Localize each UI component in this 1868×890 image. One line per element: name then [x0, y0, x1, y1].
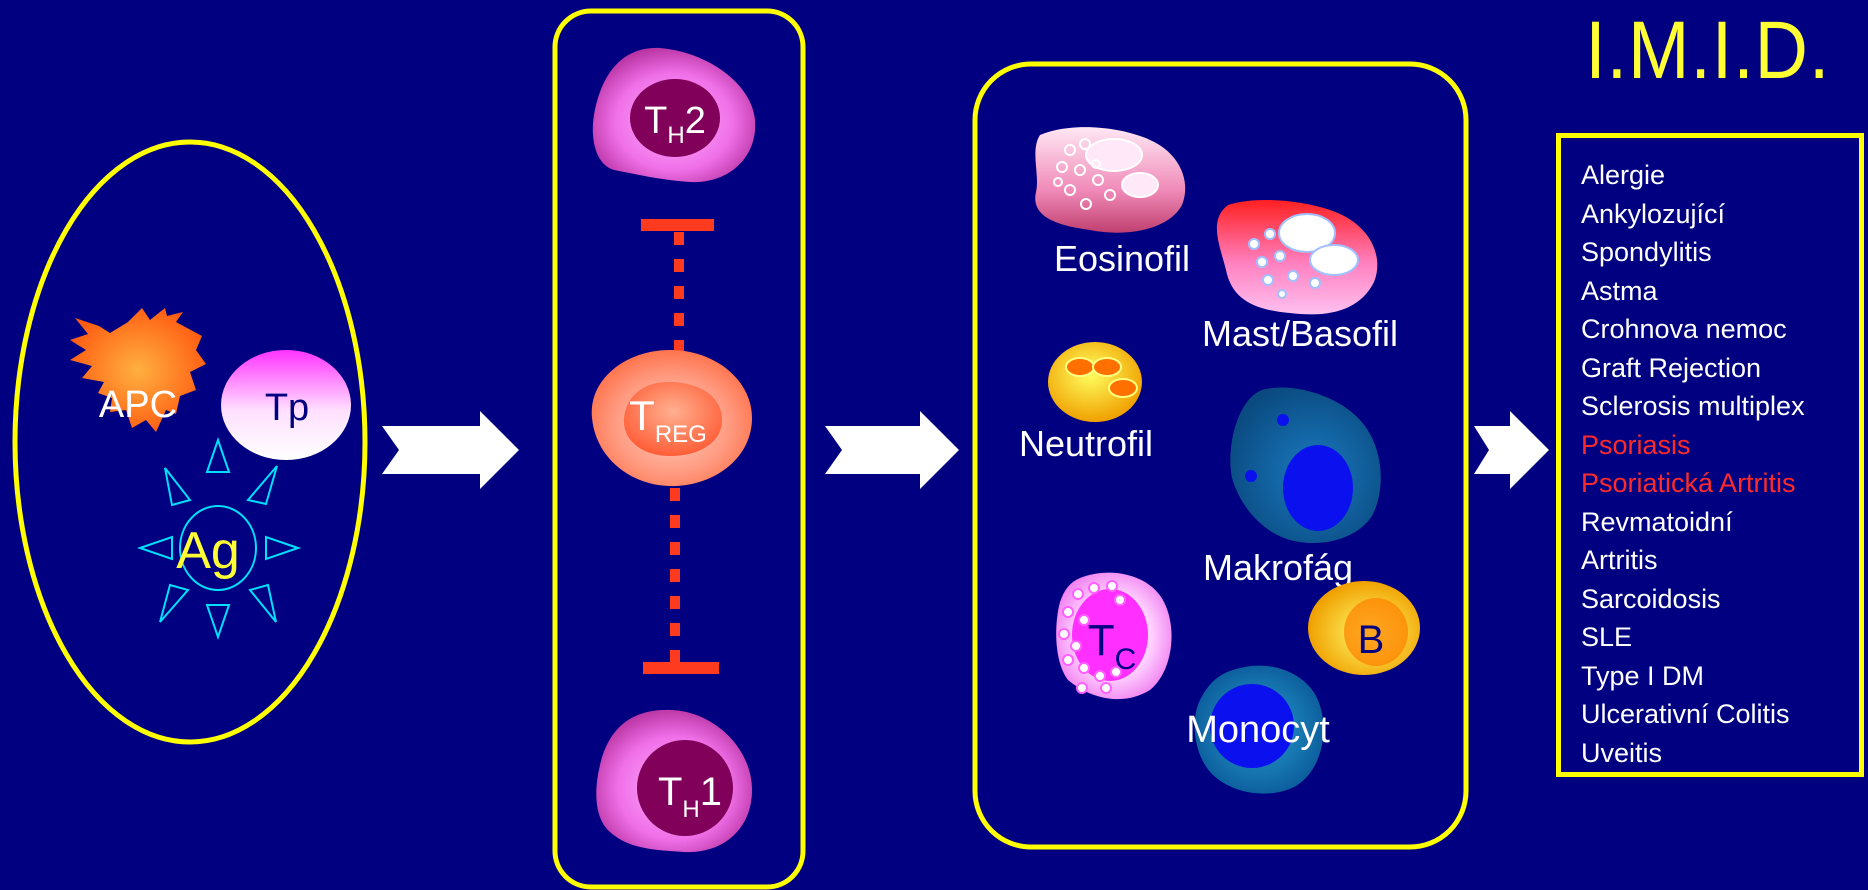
monocyt-label: Monocyt — [1186, 709, 1330, 751]
tc-label: TC — [1088, 616, 1137, 676]
monocyt-nucleus — [1210, 684, 1294, 768]
makrofag-label: Makrofág — [1203, 547, 1353, 588]
treg-nucleus — [623, 382, 722, 456]
disease-item: Type I DM — [1581, 660, 1705, 691]
eosinofil-label: Eosinofil — [1054, 238, 1190, 279]
makrofag-nucleus — [1283, 445, 1353, 531]
page-title: I.M.I.D. — [1585, 5, 1830, 96]
eosinofil-granules — [1053, 138, 1159, 210]
b-nucleus — [1344, 598, 1408, 666]
disease-item: Sclerosis multiplex — [1581, 391, 1805, 421]
neutrofil-label: Neutrofil — [1019, 423, 1153, 464]
th1-label: TH1 — [658, 770, 722, 823]
disease-item: Uveitis — [1581, 737, 1663, 768]
arrow-right-icon — [825, 411, 959, 489]
th2-label: TH2 — [644, 100, 706, 149]
b-label: B — [1358, 618, 1385, 662]
disease-item: Graft Rejection — [1581, 352, 1762, 383]
mast-basofil-label: Mast/Basofil — [1202, 313, 1398, 354]
disease-item: Astma — [1581, 275, 1658, 306]
mast-granules — [1248, 213, 1359, 299]
t-cell-box — [552, 8, 806, 890]
disease-item: Spondylitis — [1581, 237, 1712, 267]
tp-cell — [221, 350, 351, 460]
disease-item: Alergie — [1581, 160, 1666, 190]
inhibition-line — [641, 219, 719, 674]
disease-item: Psoriasis — [1581, 429, 1691, 460]
neutrofil-nucleus — [1065, 357, 1138, 398]
disease-item: Psoriatická Artritis — [1581, 468, 1796, 498]
tc-nucleus — [1072, 589, 1148, 681]
apc-label: APC — [99, 384, 177, 426]
tc-granules — [1058, 580, 1126, 694]
treg-label: TREG — [629, 392, 707, 448]
th2-nucleus — [630, 79, 720, 157]
apc-starburst — [70, 308, 206, 432]
disease-item: Artritis — [1581, 545, 1658, 575]
left-oval — [12, 139, 368, 745]
antigen-icon — [136, 436, 302, 641]
effector-cell-box — [972, 61, 1469, 850]
makrofag-vacuole — [1277, 414, 1289, 426]
th1-nucleus — [637, 740, 733, 836]
disease-item: Ulcerativní Colitis — [1581, 699, 1790, 729]
disease-item: SLE — [1581, 622, 1633, 652]
arrow-right-icon — [1474, 411, 1549, 489]
makrofag-vacuole — [1245, 470, 1257, 482]
tp-label: Tp — [265, 387, 309, 429]
disease-item: Sarcoidosis — [1581, 583, 1721, 614]
arrow-right-icon — [382, 411, 519, 489]
ag-label: Ag — [176, 522, 240, 580]
disease-item: Crohnova nemoc — [1581, 314, 1787, 344]
disease-item: Revmatoidní — [1581, 506, 1733, 537]
mast-basofil-cell — [1216, 199, 1378, 315]
disease-item: Ankylozující — [1581, 198, 1726, 229]
